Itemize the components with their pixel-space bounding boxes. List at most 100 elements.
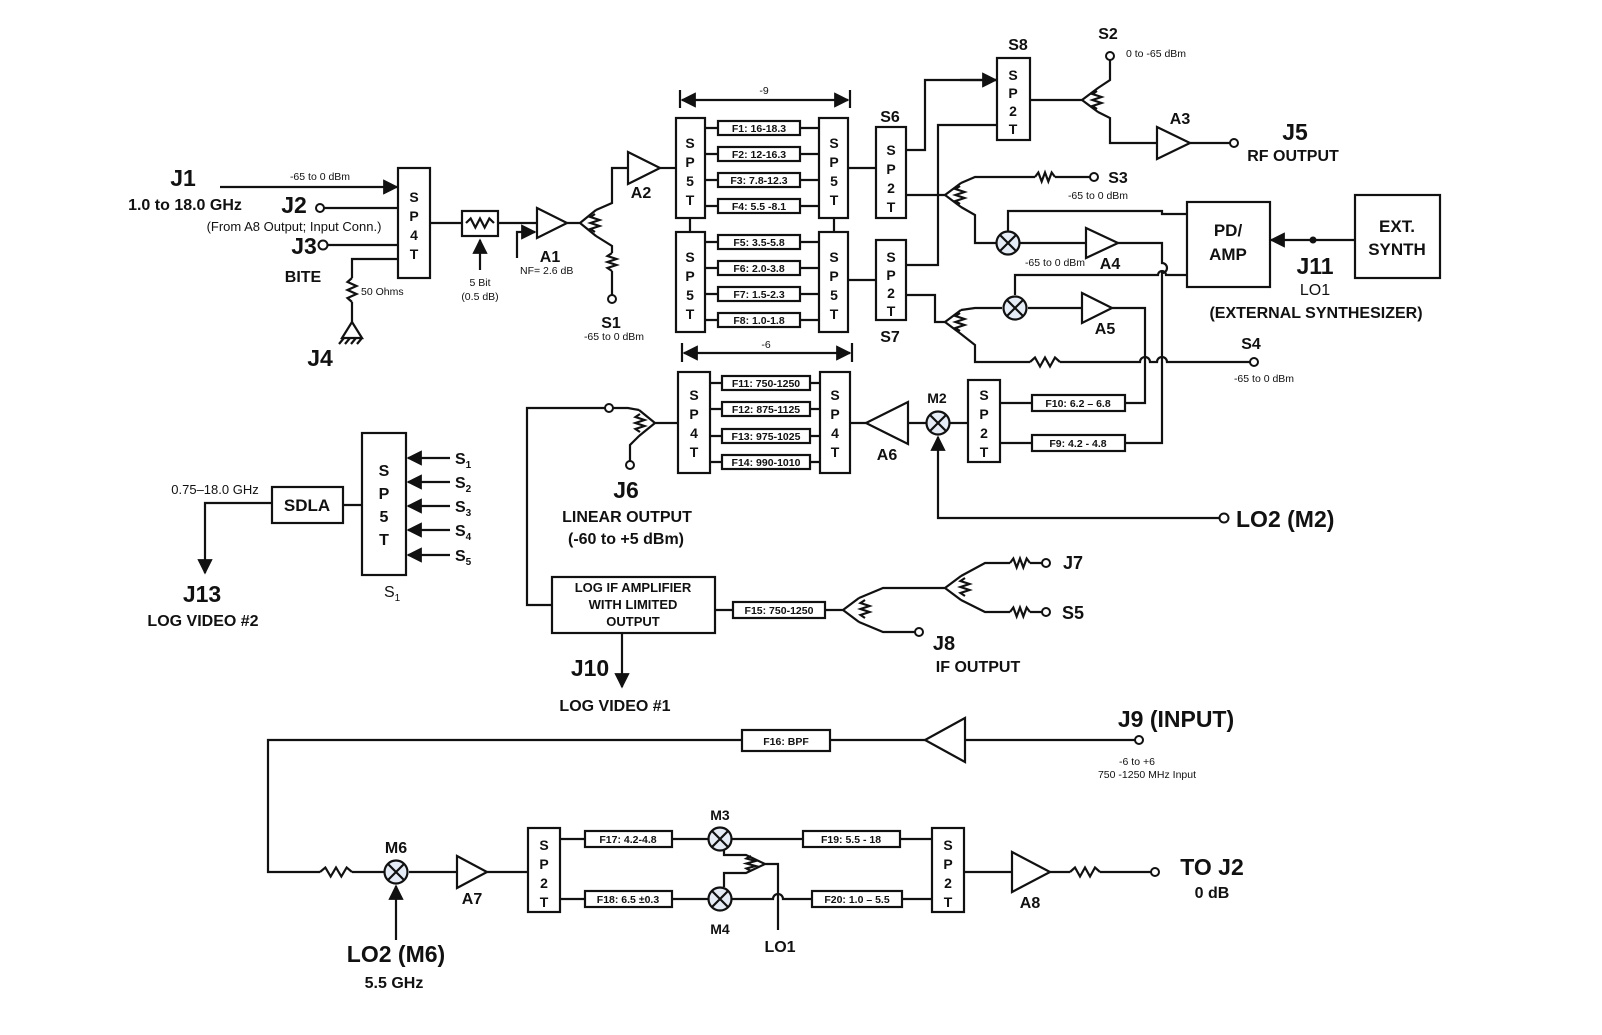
j6-linear-output: LINEAR OUTPUT <box>562 509 692 526</box>
svg-text:F7: 1.5-2.3: F7: 1.5-2.3 <box>733 289 785 301</box>
j3-connector[interactable] <box>317 239 329 251</box>
j6-label: J6 <box>613 477 639 503</box>
m4-label: M4 <box>710 921 730 937</box>
ext-synth-block <box>1353 193 1442 280</box>
j3-bite-label: BITE <box>285 269 322 286</box>
svg-text:F1: 16-18.3: F1: 16-18.3 <box>732 123 786 135</box>
svg-text:F4: 5.5 -8.1: F4: 5.5 -8.1 <box>732 201 786 213</box>
j5-connector[interactable] <box>1229 138 1239 148</box>
filter-f3: F3: 7.8-12.3 <box>716 171 802 189</box>
attenuator-label: 5 Bit <box>469 277 490 289</box>
filter-f9: F9: 4.2 - 4.8 <box>1030 433 1127 453</box>
lo2-m6-label: LO2 (M6) <box>347 941 445 967</box>
j2-note: (From A8 Output; Input Conn.) <box>207 219 382 234</box>
j4-label: J4 <box>307 345 333 371</box>
resistor-s5 <box>1009 604 1031 620</box>
j2-connector[interactable] <box>315 203 325 213</box>
svg-text:F12: 875-1125: F12: 875-1125 <box>732 404 800 416</box>
if-dim-label: -6 <box>761 339 770 351</box>
j5-rf-output: RF OUTPUT <box>1247 148 1339 165</box>
j8-if-output: IF OUTPUT <box>936 659 1021 676</box>
splitter-resistor-icon <box>742 855 760 872</box>
j7-connector[interactable] <box>1041 558 1051 568</box>
switch-wires <box>848 78 997 324</box>
filter-f11: F11: 750-1250 <box>720 374 812 392</box>
filter-f5: F5: 3.5-5.8 <box>716 233 802 251</box>
splitter-resistor-icon <box>952 312 968 332</box>
sdla-sp5t-switch <box>360 431 408 577</box>
resistor-s3 <box>1034 169 1056 185</box>
control-s5: S5 <box>455 548 472 568</box>
filter-f18: F18: 6.5 ±0.3 <box>583 889 674 909</box>
splitter-resistor-icon <box>957 577 973 597</box>
attenuator-resistor-icon <box>465 216 495 230</box>
j11-label: J11 <box>1296 253 1333 279</box>
m2-label: M2 <box>927 390 947 406</box>
sp5t-switch-out-lower <box>817 230 850 334</box>
log-amp-line1: LOG IF AMPLIFIER <box>575 580 692 595</box>
control-s2: S2 <box>455 475 472 495</box>
j6-splitter <box>525 406 678 607</box>
filter-f1: F1: 16-18.3 <box>716 119 802 137</box>
if-sp4t-switch-in <box>676 370 712 475</box>
lo2-m2-connector[interactable] <box>1218 512 1230 524</box>
mixer-m3-icon <box>707 826 733 852</box>
s4-connector[interactable] <box>1249 357 1259 367</box>
s1-level: -65 to 0 dBm <box>584 331 644 343</box>
splitter-resistor-icon <box>587 213 603 233</box>
if-sp2t-switch <box>966 378 1002 464</box>
svg-text:F15: 750-1250: F15: 750-1250 <box>745 605 814 617</box>
j6-tap-connector[interactable] <box>604 403 614 413</box>
filter-f7: F7: 1.5-2.3 <box>716 285 802 303</box>
s5-connector[interactable] <box>1041 607 1051 617</box>
j9-connector[interactable] <box>1134 735 1144 745</box>
lo2-m2-wire <box>930 435 1220 520</box>
lo1-splitter <box>722 850 780 930</box>
a4-level: -65 to 0 dBm <box>1025 257 1085 269</box>
a1-nf: NF= 2.6 dB <box>520 265 573 277</box>
mixer-m2-icon <box>925 410 951 436</box>
s2-connector[interactable] <box>1105 51 1115 61</box>
svg-text:F19: 5.5 - 18: F19: 5.5 - 18 <box>821 834 881 846</box>
resistor-s1 <box>604 252 620 272</box>
j1-level: -65 to 0 dBm <box>290 171 350 183</box>
sp5t-switch-in-lower <box>674 230 707 334</box>
splitter-resistor-icon <box>857 599 873 619</box>
j11-lo1: LO1 <box>1300 282 1330 299</box>
to-j2-connector[interactable] <box>1150 867 1160 877</box>
filter-f20: F20: 1.0 – 5.5 <box>810 889 904 909</box>
s7-splitter <box>943 269 1250 364</box>
filter-f10: F10: 6.2 – 6.8 <box>1030 393 1127 413</box>
s6-label: S6 <box>880 109 900 126</box>
a7-label: A7 <box>462 891 483 908</box>
amplifier-a4 <box>1084 226 1121 260</box>
s7-label: S7 <box>880 329 900 346</box>
s3-connector[interactable] <box>1089 172 1099 182</box>
attenuator-step: (0.5 dB) <box>461 291 498 303</box>
s1-label: S1 <box>601 315 621 332</box>
s1-connector[interactable] <box>607 294 617 304</box>
svg-text:F17: 4.2-4.8: F17: 4.2-4.8 <box>599 834 656 846</box>
amplifier-j9-input <box>922 716 967 764</box>
j10-log-video: LOG VIDEO #1 <box>559 698 670 715</box>
svg-text:F13: 975-1025: F13: 975-1025 <box>732 431 801 443</box>
splitter-resistor-icon <box>1089 90 1105 110</box>
control-s3: S3 <box>455 499 472 519</box>
lo2-m6-frequency: 5.5 GHz <box>365 975 424 992</box>
resistor-j7 <box>1009 555 1031 571</box>
j6-connector[interactable] <box>625 460 635 470</box>
j9-frequency: 750 -1250 MHz Input <box>1098 769 1196 781</box>
splitter-resistor-icon <box>632 413 648 433</box>
j8-connector[interactable] <box>914 627 924 637</box>
bite-sp2t-switch-in <box>526 826 562 914</box>
resistor-s4 <box>1029 355 1061 369</box>
s5-label: S5 <box>1062 603 1084 623</box>
resistor-m6 <box>319 865 353 879</box>
